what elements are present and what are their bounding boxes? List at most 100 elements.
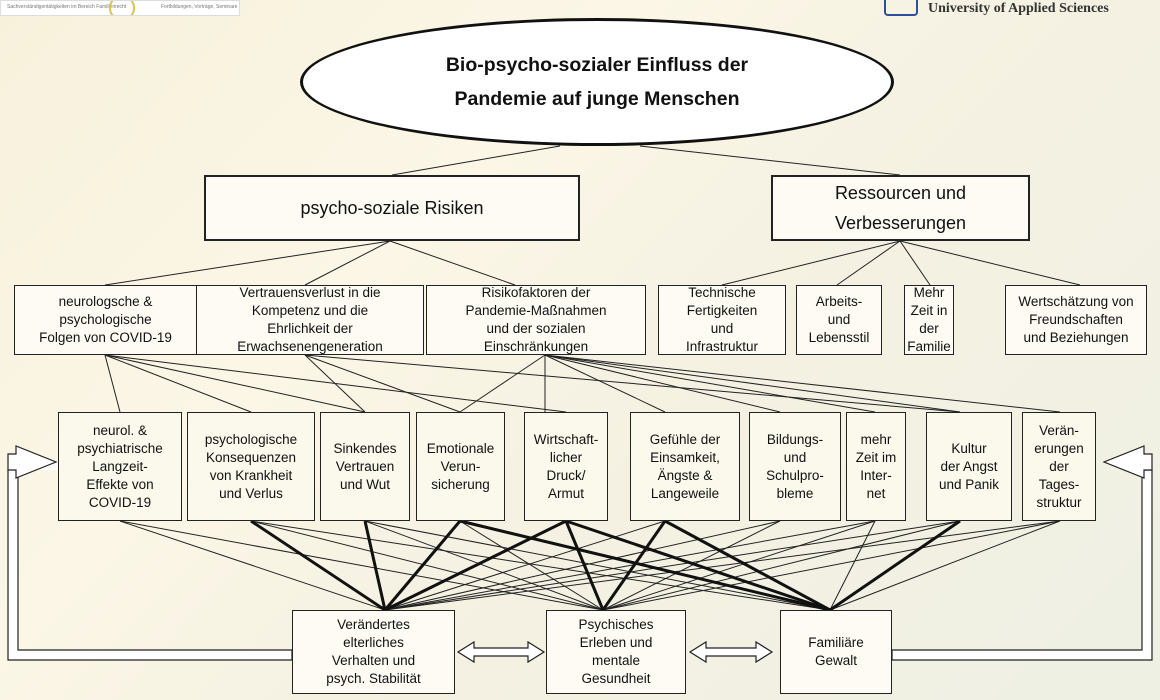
connector-line	[119, 520, 386, 611]
level2-label: Technische Fertigkeiten und Infrastruktu…	[685, 285, 759, 354]
connector-line	[384, 520, 876, 611]
connector-line	[391, 145, 561, 176]
connector-line	[459, 520, 604, 611]
connector-line	[544, 354, 1061, 413]
connector-line	[836, 240, 901, 286]
level3-label: mehr Zeit im Inter- net	[855, 431, 897, 501]
level3-box: Verän- erungen der Tages- struktur	[1022, 412, 1096, 521]
level2-label: Vertrauensverlust in die Kompetenz und d…	[237, 285, 383, 354]
connector-line	[602, 520, 876, 611]
level3-label: neurol. & psychiatrische Langzeit- Effek…	[77, 422, 163, 510]
right-logo: University of Applied Sciences	[872, 0, 1160, 20]
level4-label: Verändertes elterliches Verhalten und ps…	[326, 617, 421, 686]
title-ellipse: Bio-psycho-sozialer Einfluss der Pandemi…	[300, 18, 894, 146]
connector-line	[899, 240, 931, 286]
connector-line-strong	[363, 520, 387, 611]
level3-box: psychologische Konsequenzen von Krankhei…	[187, 412, 315, 521]
connector-line	[602, 520, 961, 611]
risks-label: psycho-soziale Risiken	[300, 198, 484, 218]
connector-line	[119, 520, 604, 611]
connector-line-strong	[459, 519, 831, 612]
level2-label: Mehr Zeit in der Familie	[907, 285, 951, 354]
level4-box-parenting: Verändertes elterliches Verhalten und ps…	[292, 610, 455, 694]
connector-line	[104, 354, 366, 413]
diagram-title: Bio-psycho-sozialer Einfluss der Pandemi…	[445, 54, 749, 110]
connector-line	[304, 240, 391, 286]
connector-line	[829, 520, 1061, 611]
level3-box: Wirtschaft- licher Druck/ Armut	[524, 412, 608, 521]
left-logo-text-b: Fortbildungen, Vorträge, Seminare	[161, 4, 238, 10]
level3-label: Bildungs- und Schulpro- bleme	[766, 431, 824, 501]
level3-label: Sinkendes Vertrauen und Wut	[333, 440, 397, 492]
left-logo-text-a: Sachverständigentätigkeiten im Bereich F…	[7, 4, 127, 10]
resources-label: Ressourcen und Verbesserungen	[834, 183, 967, 233]
level3-label: Kultur der Angst und Panik	[938, 440, 1000, 492]
level3-box: mehr Zeit im Inter- net	[846, 412, 906, 521]
level2-box: Vertrauensverlust in die Kompetenz und d…	[196, 285, 424, 355]
level3-box: Bildungs- und Schulpro- bleme	[749, 412, 841, 521]
level3-box: Emotionale Verun- sicherung	[416, 412, 505, 521]
logo-arc-icon	[109, 1, 135, 15]
connector-line-strong	[601, 520, 667, 611]
connector-line	[384, 520, 666, 611]
level2-label: Wertschätzung von Freundschaften und Bez…	[1018, 294, 1134, 345]
connector-line	[384, 520, 1061, 611]
connector-line-strong	[383, 520, 462, 611]
connector-line	[829, 520, 876, 611]
connector-line	[304, 354, 366, 413]
connector-line	[364, 520, 604, 611]
university-logo-icon	[884, 0, 918, 16]
connector-line	[544, 354, 961, 413]
level2-label: Arbeits- und Lebensstil	[808, 294, 870, 345]
level2-box: neurologsche & psychologische Folgen von…	[14, 285, 197, 355]
level3-box: Kultur der Angst und Panik	[926, 412, 1012, 521]
connector-line	[304, 354, 461, 413]
connector-line	[544, 354, 876, 413]
connector-line-strong	[664, 519, 831, 612]
connector-line	[459, 354, 546, 413]
connector-line	[250, 520, 604, 611]
connector-line	[639, 145, 901, 176]
level2-box: Risikofaktoren der Pandemie-Maßnahmen un…	[426, 285, 646, 355]
connector-line	[721, 240, 901, 286]
level4-label: Psychisches Erleben und mentale Gesundhe…	[578, 617, 654, 686]
connector-line	[899, 240, 1081, 286]
level4-box-family-violence: Familiäre Gewalt	[780, 610, 892, 694]
level2-box: Arbeits- und Lebensstil	[796, 285, 882, 355]
level4-box-mental-health: Psychisches Erleben und mentale Gesundhe…	[546, 610, 686, 694]
resources-box: Ressourcen und Verbesserungen	[771, 175, 1030, 241]
connector-line	[384, 520, 781, 611]
level2-box: Technische Fertigkeiten und Infrastruktu…	[658, 285, 786, 355]
level3-label: psychologische Konsequenzen von Krankhei…	[204, 431, 298, 501]
connector-line	[602, 520, 781, 611]
connector-line	[602, 520, 1061, 611]
level2-box: Mehr Zeit in der Familie	[904, 285, 954, 355]
feedback-arrow-left-head	[7, 445, 58, 479]
level3-label: Verän- erungen der Tages- struktur	[1034, 422, 1084, 510]
connector-line	[250, 520, 831, 611]
connector-line	[104, 354, 121, 413]
feedback-arrow-right-head	[1102, 445, 1153, 479]
risks-box: psycho-soziale Risiken	[204, 175, 580, 241]
double-arrow-left	[456, 640, 546, 664]
left-logo: Sachverständigentätigkeiten im Bereich F…	[0, 0, 240, 16]
level2-label: Risikofaktoren der Pandemie-Maßnahmen un…	[465, 285, 607, 354]
connector-line-strong	[384, 519, 567, 612]
level3-box: neurol. & psychiatrische Langzeit- Effek…	[58, 412, 182, 521]
connector-line-strong	[564, 520, 605, 611]
connector-line	[384, 520, 961, 611]
level2-label: neurologsche & psychologische Folgen von…	[39, 294, 172, 345]
connector-line	[304, 354, 961, 413]
level3-box: Gefühle der Einsamkeit, Ängste & Langewe…	[630, 412, 740, 521]
connector-line	[104, 354, 252, 413]
connector-line	[544, 354, 666, 413]
connector-line	[364, 520, 831, 611]
level2-box: Wertschätzung von Freundschaften und Bez…	[1005, 285, 1147, 355]
connector-line	[104, 240, 391, 286]
level3-label: Wirtschaft- licher Druck/ Armut	[533, 431, 599, 501]
university-name: University of Applied Sciences	[928, 1, 1109, 16]
double-arrow-right	[688, 640, 774, 664]
connector-line-strong	[565, 519, 831, 612]
level4-label: Familiäre Gewalt	[808, 635, 864, 668]
